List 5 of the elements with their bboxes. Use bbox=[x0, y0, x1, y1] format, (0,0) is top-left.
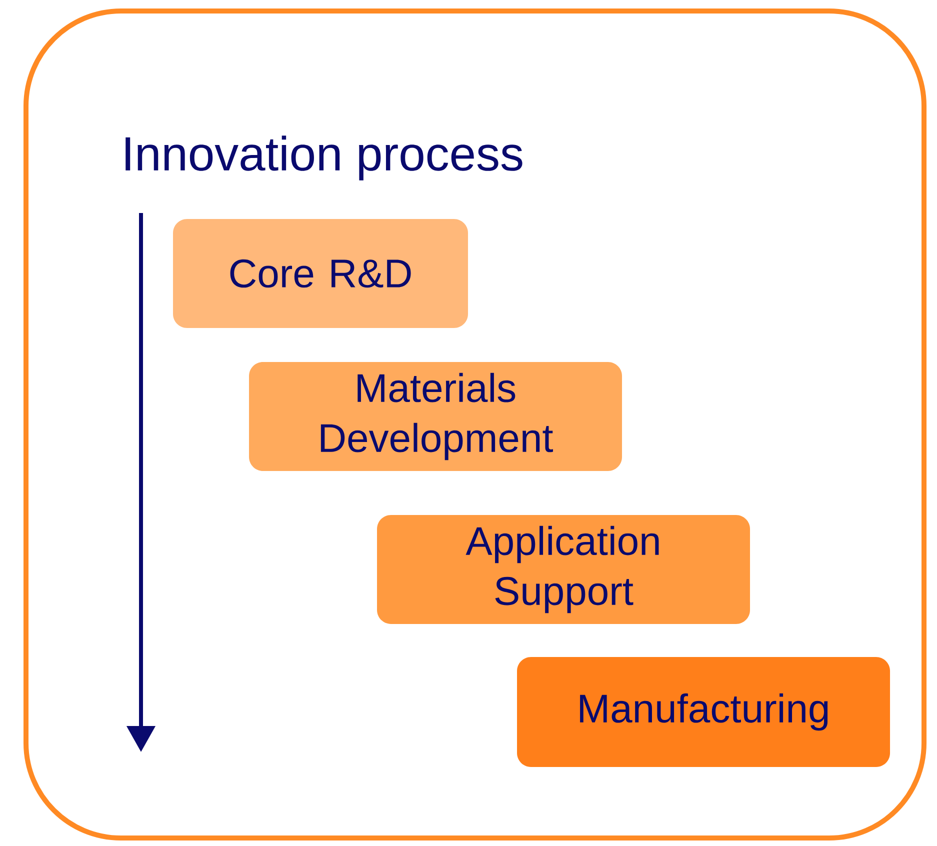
process-box: Core R&D bbox=[173, 219, 468, 328]
process-box: Manufacturing bbox=[517, 657, 890, 767]
process-box: Materials Development bbox=[249, 362, 622, 471]
process-box: Application Support bbox=[377, 515, 750, 624]
title: Innovation process bbox=[126, 136, 522, 180]
